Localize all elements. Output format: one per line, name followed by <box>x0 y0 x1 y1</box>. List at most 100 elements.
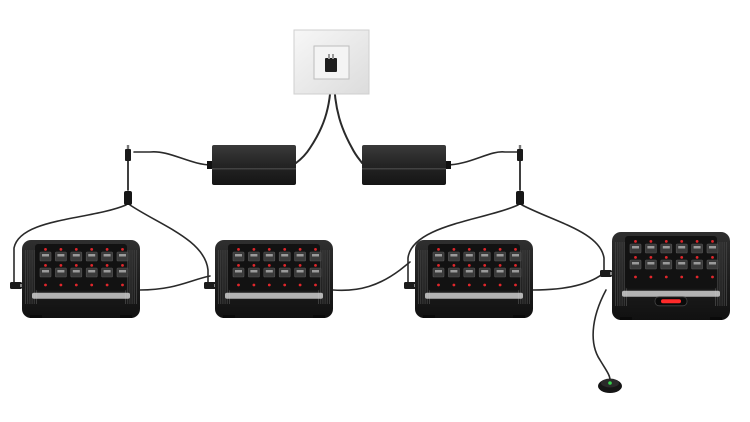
right-vent-fin <box>322 250 324 304</box>
indicator-led <box>252 248 256 251</box>
usb-port-contact <box>250 270 258 273</box>
indicator-led <box>298 283 302 287</box>
indicator-led <box>237 248 240 251</box>
wall-outlet <box>293 29 370 95</box>
right-y-splitter <box>516 191 524 205</box>
indicator-led <box>467 248 471 251</box>
plug-body <box>125 149 131 161</box>
usb-port-contact <box>281 270 289 273</box>
usb-port-contact <box>647 262 655 265</box>
indicator-led <box>121 283 124 287</box>
usb-port-contact <box>481 270 489 273</box>
indicator-led <box>121 248 124 251</box>
port-panel <box>428 244 520 291</box>
indicator-led <box>498 264 502 267</box>
left-dc-input-plug <box>125 145 131 161</box>
foot <box>513 315 525 318</box>
indicator-led <box>90 248 94 251</box>
adapter-strain-relief <box>207 161 212 169</box>
right-vent-fin <box>129 250 131 304</box>
indicator-led <box>711 240 714 243</box>
indicator-led <box>44 264 47 267</box>
usb-port-contact <box>72 270 80 273</box>
foot <box>423 315 435 318</box>
power-adapter-right <box>362 145 451 185</box>
usb-port-contact <box>496 270 504 273</box>
cable-unit-3-to-unit-4-link <box>532 271 606 291</box>
right-vent-fin <box>136 250 137 304</box>
left-y-splitter <box>124 191 132 205</box>
cables-layer <box>13 75 611 381</box>
usb-port-contact <box>42 254 49 257</box>
charging-unit-1 <box>22 240 140 318</box>
adapter-seam <box>362 168 446 170</box>
indicator-led <box>237 264 240 267</box>
indicator-led <box>649 240 653 243</box>
splitter-body <box>124 191 132 205</box>
right-vent-fin <box>726 242 727 306</box>
indicator-led <box>283 264 287 267</box>
indicator-led <box>298 264 302 267</box>
usb-port-contact <box>312 270 319 273</box>
right-vent-fin <box>324 250 326 304</box>
right-vent-fin <box>721 242 723 306</box>
status-display-glow <box>661 299 681 304</box>
usb-port-contact <box>647 246 655 249</box>
indicator-led <box>267 283 271 287</box>
adapter-strain-relief <box>446 161 451 169</box>
indicator-led <box>437 283 440 287</box>
indicator-led <box>680 275 684 279</box>
left-vent-fin <box>623 242 625 306</box>
usb-port-contact <box>632 246 639 249</box>
unit-4-input-connector <box>600 270 614 277</box>
left-vent-fin <box>222 250 224 304</box>
indicator-led <box>514 264 517 267</box>
indicator-led <box>74 248 78 251</box>
indicator-led <box>105 264 109 267</box>
indicator-led <box>59 264 63 267</box>
indicator-led <box>514 248 517 251</box>
right-vent-fin <box>524 250 526 304</box>
cable-to-unit-4 <box>521 204 605 271</box>
right-vent-fin <box>719 242 721 306</box>
indicator-led <box>711 256 714 259</box>
left-vent-fin <box>617 242 619 306</box>
usb-port-contact <box>57 254 65 257</box>
front-ledge <box>425 292 523 299</box>
outlet-plate <box>293 29 370 95</box>
right-dc-input-plug <box>517 145 523 161</box>
usb-port-contact <box>496 254 504 257</box>
foot <box>313 315 325 318</box>
indicator-led <box>105 248 109 251</box>
indicator-led <box>467 264 471 267</box>
indicator-led <box>298 248 302 251</box>
usb-port-contact <box>265 254 273 257</box>
right-vent-fin <box>133 250 135 304</box>
usb-port-contact <box>42 270 49 273</box>
indicator-led <box>514 283 517 287</box>
devices-layer <box>10 29 730 393</box>
usb-port-contact <box>481 254 489 257</box>
left-vent-fin <box>27 250 29 304</box>
foot <box>120 315 132 318</box>
foot <box>620 317 632 320</box>
cable-unit-2-to-unit-3 <box>332 261 411 292</box>
left-vent-fin <box>422 250 424 304</box>
cable-outlet-to-left-adapter <box>295 75 332 164</box>
usb-port-contact <box>632 262 639 265</box>
indicator-led <box>452 264 456 267</box>
indicator-led <box>90 283 94 287</box>
indicator-led <box>634 256 637 259</box>
left-vent-fin <box>615 242 616 306</box>
usb-port-contact <box>435 270 442 273</box>
usb-port-contact <box>88 254 96 257</box>
indicator-led <box>467 283 471 287</box>
left-vent-fin <box>621 242 623 306</box>
indicator-led <box>649 275 653 279</box>
indicator-led <box>283 283 287 287</box>
indicator-led <box>314 248 317 251</box>
left-vent-fin <box>424 250 426 304</box>
plug-head <box>325 58 337 72</box>
usb-port-contact <box>296 270 304 273</box>
indicator-led <box>252 283 256 287</box>
